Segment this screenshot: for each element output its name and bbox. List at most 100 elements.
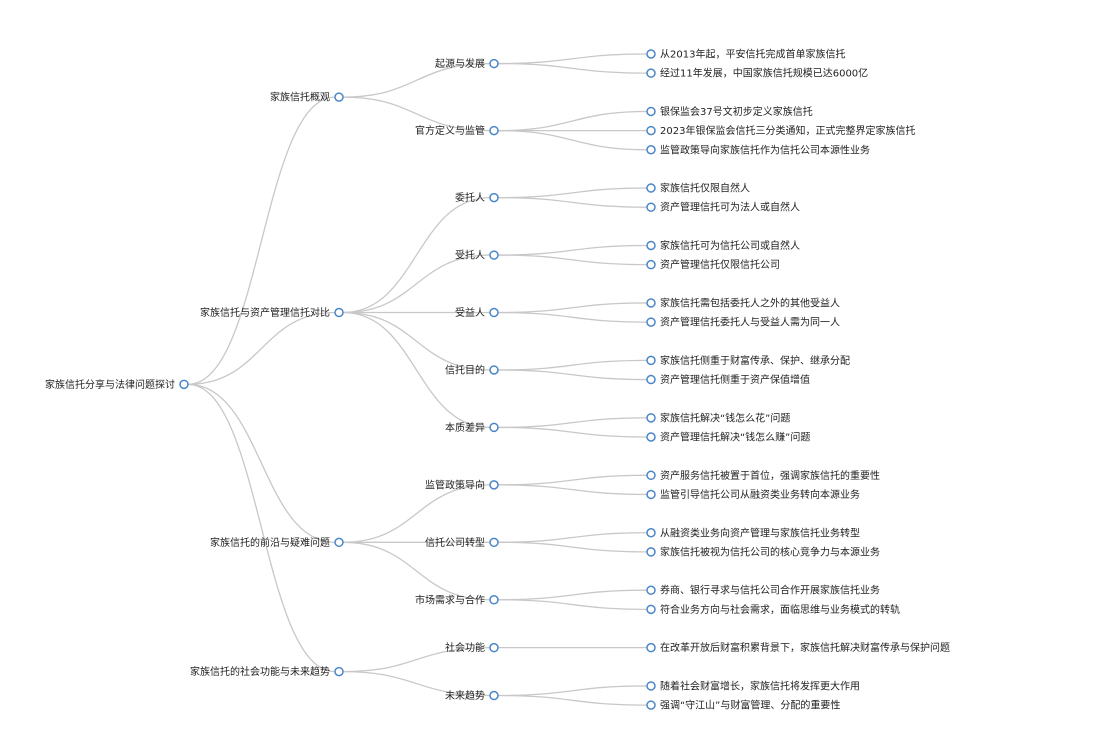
leaf-node[interactable]: 资产管理信托仅限信托公司 — [646, 258, 780, 271]
node-label: 家族信托侧重于财富传承、保护、继承分配 — [660, 354, 850, 367]
branch-node[interactable]: 起源与发展 — [435, 57, 499, 70]
node-toggle-circle[interactable] — [646, 298, 656, 308]
branch-node[interactable]: 社会功能 — [445, 641, 499, 654]
branch-node[interactable]: 官方定义与监管 — [415, 124, 499, 137]
node-toggle-circle[interactable] — [646, 642, 656, 653]
node-toggle-circle[interactable] — [334, 537, 344, 548]
branch-node[interactable]: 本质差异 — [445, 421, 499, 434]
leaf-node[interactable]: 家族信托侧重于财富传承、保护、继承分配 — [646, 354, 850, 367]
node-toggle-circle[interactable] — [646, 528, 656, 538]
leaf-node[interactable]: 家族信托解决“钱怎么花”问题 — [646, 411, 790, 424]
branch-link — [497, 302, 648, 314]
node-toggle-circle[interactable] — [179, 379, 189, 390]
branch-node[interactable]: 市场需求与合作 — [415, 593, 499, 606]
leaf-node[interactable]: 符合业务方向与社会需求，面临思维与业务模式的转轨 — [646, 603, 900, 616]
branch-link — [497, 685, 648, 697]
branch-link — [497, 254, 648, 266]
node-toggle-circle[interactable] — [646, 585, 656, 595]
node-toggle-circle[interactable] — [646, 700, 656, 710]
leaf-node[interactable]: 经过11年发展，中国家族信托规模已达6000亿 — [646, 67, 868, 80]
node-toggle-circle[interactable] — [646, 68, 656, 78]
node-label: 家族信托仅限自然人 — [660, 182, 750, 195]
branch-link — [497, 53, 648, 65]
branch-node[interactable]: 家族信托与资产管理信托对比 — [200, 306, 344, 319]
node-toggle-circle[interactable] — [646, 106, 656, 117]
node-label: 2023年银保监会信托三分类通知，正式完整界定家族信托 — [660, 124, 915, 137]
branch-link — [187, 311, 336, 385]
branch-link — [497, 129, 648, 151]
leaf-node[interactable]: 资产管理信托解决“钱怎么赚”问题 — [646, 431, 810, 444]
node-toggle-circle[interactable] — [646, 470, 656, 481]
node-label: 券商、银行寻求与信托公司合作开展家族信托业务 — [660, 584, 880, 597]
leaf-node[interactable]: 监管引导信托公司从融资类业务转向本源业务 — [646, 488, 860, 501]
branch-node[interactable]: 未来趋势 — [445, 689, 499, 702]
leaf-node[interactable]: 2023年银保监会信托三分类通知，正式完整界定家族信托 — [646, 124, 915, 137]
node-toggle-circle[interactable] — [646, 145, 656, 155]
branch-node[interactable]: 监管政策导向 — [425, 478, 499, 491]
leaf-node[interactable]: 家族信托可为信托公司或自然人 — [646, 239, 800, 252]
node-toggle-circle[interactable] — [646, 547, 656, 557]
leaf-node[interactable]: 在改革开放后财富积累背景下，家族信托解决财富传承与保护问题 — [646, 641, 950, 654]
node-toggle-circle[interactable] — [489, 307, 499, 318]
branch-node[interactable]: 家族信托概观 — [270, 91, 344, 104]
node-toggle-circle[interactable] — [489, 365, 499, 375]
node-toggle-circle[interactable] — [646, 413, 656, 423]
node-toggle-circle[interactable] — [646, 259, 656, 270]
branch-node[interactable]: 受托人 — [455, 249, 499, 262]
node-toggle-circle[interactable] — [646, 49, 656, 59]
node-toggle-circle[interactable] — [334, 92, 344, 102]
node-label: 受托人 — [455, 249, 485, 262]
node-label: 未来趋势 — [445, 689, 485, 702]
leaf-node[interactable]: 家族信托需包括委托人之外的其他受益人 — [646, 296, 840, 309]
node-toggle-circle[interactable] — [489, 595, 499, 605]
branch-node[interactable]: 家族信托的前沿与疑难问题 — [210, 536, 344, 549]
leaf-node[interactable]: 监管政策导向家族信托作为信托公司本源性业务 — [646, 143, 870, 156]
leaf-node[interactable]: 随着社会财富增长，家族信托将发挥更大作用 — [646, 679, 860, 692]
root-node[interactable]: 家族信托分享与法律问题探讨 — [45, 378, 189, 391]
leaf-node[interactable]: 强调“守江山”与财富管理、分配的重要性 — [646, 699, 840, 712]
node-toggle-circle[interactable] — [646, 681, 656, 691]
branch-node[interactable]: 信托公司转型 — [425, 536, 499, 549]
node-toggle-circle[interactable] — [646, 432, 656, 442]
leaf-node[interactable]: 银保监会37号文初步定义家族信托 — [646, 105, 813, 118]
node-toggle-circle[interactable] — [489, 537, 499, 548]
node-toggle-circle[interactable] — [646, 125, 656, 136]
branch-node[interactable]: 家族信托的社会功能与未来趋势 — [190, 665, 344, 678]
node-toggle-circle[interactable] — [646, 317, 656, 327]
node-toggle-circle[interactable] — [646, 489, 656, 500]
branch-node[interactable]: 信托目的 — [445, 363, 499, 376]
node-toggle-circle[interactable] — [646, 202, 656, 212]
leaf-node[interactable]: 资产管理信托委托人与受益人需为同一人 — [646, 316, 840, 329]
leaf-node[interactable]: 家族信托仅限自然人 — [646, 182, 750, 195]
node-toggle-circle[interactable] — [489, 690, 499, 701]
leaf-node[interactable]: 资产服务信托被置于首位，强调家族信托的重要性 — [646, 469, 880, 482]
node-toggle-circle[interactable] — [646, 355, 656, 366]
node-label: 资产服务信托被置于首位，强调家族信托的重要性 — [660, 469, 880, 482]
branch-node[interactable]: 受益人 — [455, 306, 499, 319]
leaf-node[interactable]: 从融资类业务向资产管理与家族信托业务转型 — [646, 526, 860, 539]
node-toggle-circle[interactable] — [489, 58, 499, 69]
leaf-node[interactable]: 券商、银行寻求与信托公司合作开展家族信托业务 — [646, 584, 880, 597]
branch-link — [187, 96, 336, 385]
branch-node[interactable]: 委托人 — [455, 191, 499, 204]
node-toggle-circle[interactable] — [489, 642, 499, 653]
leaf-node[interactable]: 从2013年起，平安信托完成首单家族信托 — [646, 48, 845, 61]
node-toggle-circle[interactable] — [489, 192, 499, 203]
node-toggle-circle[interactable] — [646, 604, 656, 615]
node-toggle-circle[interactable] — [334, 307, 344, 318]
leaf-node[interactable]: 资产管理信托侧重于资产保值增值 — [646, 373, 810, 386]
leaf-node[interactable]: 家族信托被视为信托公司的核心竞争力与本源业务 — [646, 545, 880, 558]
leaf-node[interactable]: 资产管理信托可为法人或自然人 — [646, 201, 800, 214]
node-toggle-circle[interactable] — [489, 422, 499, 433]
node-toggle-circle[interactable] — [334, 666, 344, 677]
node-toggle-circle[interactable] — [646, 240, 656, 251]
node-label: 银保监会37号文初步定义家族信托 — [660, 105, 813, 118]
node-toggle-circle[interactable] — [646, 183, 656, 193]
node-toggle-circle[interactable] — [646, 374, 656, 385]
node-toggle-circle[interactable] — [489, 250, 499, 260]
node-label: 社会功能 — [445, 641, 485, 654]
node-toggle-circle[interactable] — [489, 480, 499, 490]
node-toggle-circle[interactable] — [489, 125, 499, 136]
node-label: 家族信托与资产管理信托对比 — [200, 306, 330, 319]
